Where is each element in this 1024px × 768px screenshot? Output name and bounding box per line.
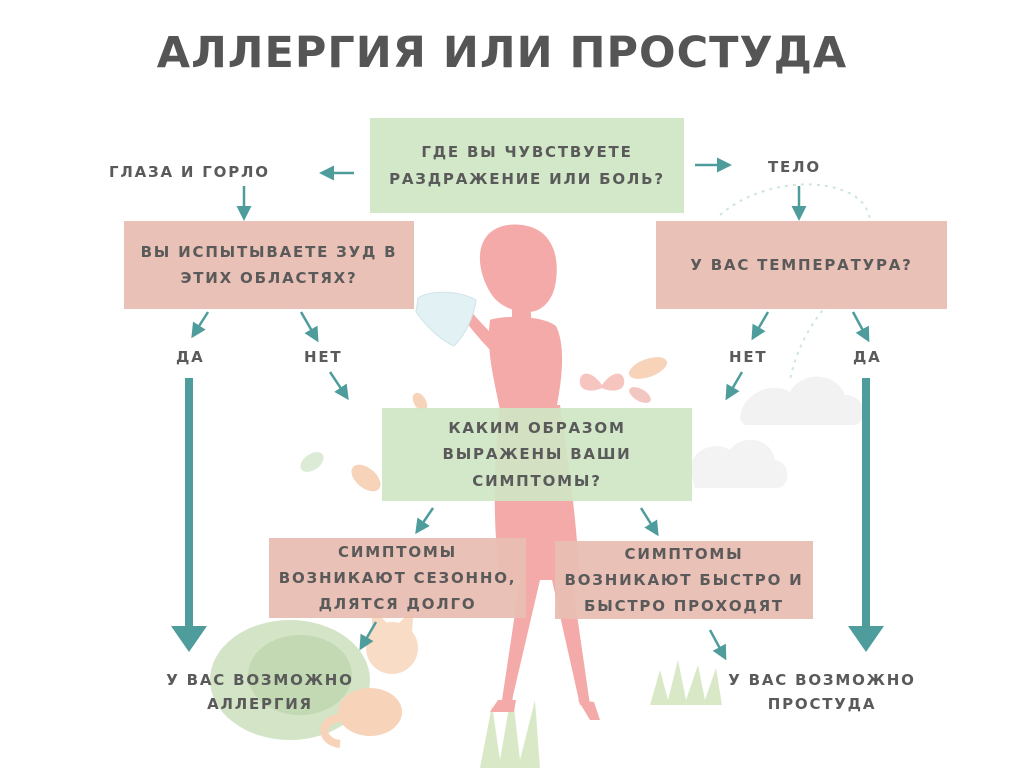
- leaf-orange-3: [351, 464, 381, 492]
- result-allergy-text: У ВАС ВОЗМОЖНО АЛЛЕРГИЯ: [166, 671, 354, 713]
- question-symptoms-box: КАКИМ ОБРАЗОМ ВЫРАЖЕНЫ ВАШИ СИМПТОМЫ?: [382, 408, 692, 501]
- question-temp-text: У ВАС ТЕМПЕРАТУРА?: [690, 255, 913, 274]
- big-arrow-allergy-head: [171, 626, 207, 652]
- big-arrow-cold-shaft: [862, 378, 870, 628]
- branch-left-label: ГЛАЗА И ГОРЛО: [109, 163, 270, 181]
- arrow-no-left-to-symptoms: [328, 371, 349, 401]
- arrow-to-fast: [639, 507, 659, 537]
- answer-seasonal-box: СИМПТОМЫ ВОЗНИКАЮТ СЕЗОННО, ДЛЯТСЯ ДОЛГО: [269, 538, 526, 618]
- arrow-temp-yes: [851, 311, 870, 343]
- question-symptoms-text: КАКИМ ОБРАЗОМ ВЫРАЖЕНЫ ВАШИ СИМПТОМЫ?: [442, 419, 632, 490]
- arrow-temp-no: [751, 311, 770, 341]
- answer-fast-box: СИМПТОМЫ ВОЗНИКАЮТ БЫСТРО И БЫСТРО ПРОХО…: [555, 541, 813, 619]
- result-cold-text: У ВАС ВОЗМОЖНО ПРОСТУДА: [728, 671, 916, 713]
- no-left-label: НЕТ: [304, 348, 343, 366]
- answer-fast-text: СИМПТОМЫ ВОЗНИКАЮТ БЫСТРО И БЫСТРО ПРОХО…: [564, 544, 804, 616]
- bush-left-inner: [248, 635, 352, 715]
- question-main-text: ГДЕ ВЫ ЧУВСТВУЕТЕ РАЗДРАЖЕНИЕ ИЛИ БОЛЬ?: [389, 143, 665, 188]
- answer-seasonal-text: СИМПТОМЫ ВОЗНИКАЮТ СЕЗОННО, ДЛЯТСЯ ДОЛГО: [278, 542, 517, 614]
- cat-tail: [320, 714, 341, 748]
- arrow-itch-yes: [191, 311, 210, 339]
- question-itch-text: ВЫ ИСПЫТЫВАЕТЕ ЗУД В ЭТИХ ОБЛАСТЯХ?: [140, 242, 398, 287]
- yes-left-label: ДА: [176, 348, 205, 366]
- arrow-seasonal-to-allergy: [359, 621, 378, 651]
- result-cold-label: У ВАС ВОЗМОЖНО ПРОСТУДА: [722, 668, 922, 716]
- cat-ears: [372, 608, 414, 632]
- grass-right: [650, 660, 722, 705]
- question-main-box: ГДЕ ВЫ ЧУВСТВУЕТЕ РАЗДРАЖЕНИЕ ИЛИ БОЛЬ?: [370, 118, 684, 213]
- result-allergy-label: У ВАС ВОЗМОЖНО АЛЛЕРГИЯ: [160, 668, 360, 716]
- dotted-swirl: [719, 183, 872, 381]
- grass-center: [480, 690, 540, 768]
- question-temp-box: У ВАС ТЕМПЕРАТУРА?: [656, 221, 947, 309]
- cat-body: [338, 688, 402, 736]
- page-title: АЛЛЕРГИЯ ИЛИ ПРОСТУДА: [156, 28, 848, 78]
- arrow-no-right-to-symptoms: [725, 371, 744, 401]
- arrow-to-seasonal: [415, 507, 435, 535]
- tissue-icon: [415, 291, 477, 347]
- leaf-green: [300, 452, 324, 472]
- arrow-itch-no: [299, 311, 319, 343]
- leaf-orange-4: [412, 392, 428, 412]
- branch-right-label: ТЕЛО: [768, 158, 821, 176]
- cat-head: [366, 622, 418, 674]
- arrow-fast-to-cold: [708, 629, 727, 661]
- cloud-center: [690, 439, 788, 488]
- leaf-orange-2: [629, 387, 651, 403]
- butterfly-icon: [579, 373, 625, 391]
- yes-right-label: ДА: [853, 348, 882, 366]
- cloud-right: [740, 376, 864, 425]
- no-right-label: НЕТ: [729, 348, 768, 366]
- big-arrow-cold-head: [848, 626, 884, 652]
- question-itch-box: ВЫ ИСПЫТЫВАЕТЕ ЗУД В ЭТИХ ОБЛАСТЯХ?: [124, 221, 414, 309]
- leaf-orange-1: [628, 357, 668, 379]
- big-arrow-allergy-shaft: [185, 378, 193, 628]
